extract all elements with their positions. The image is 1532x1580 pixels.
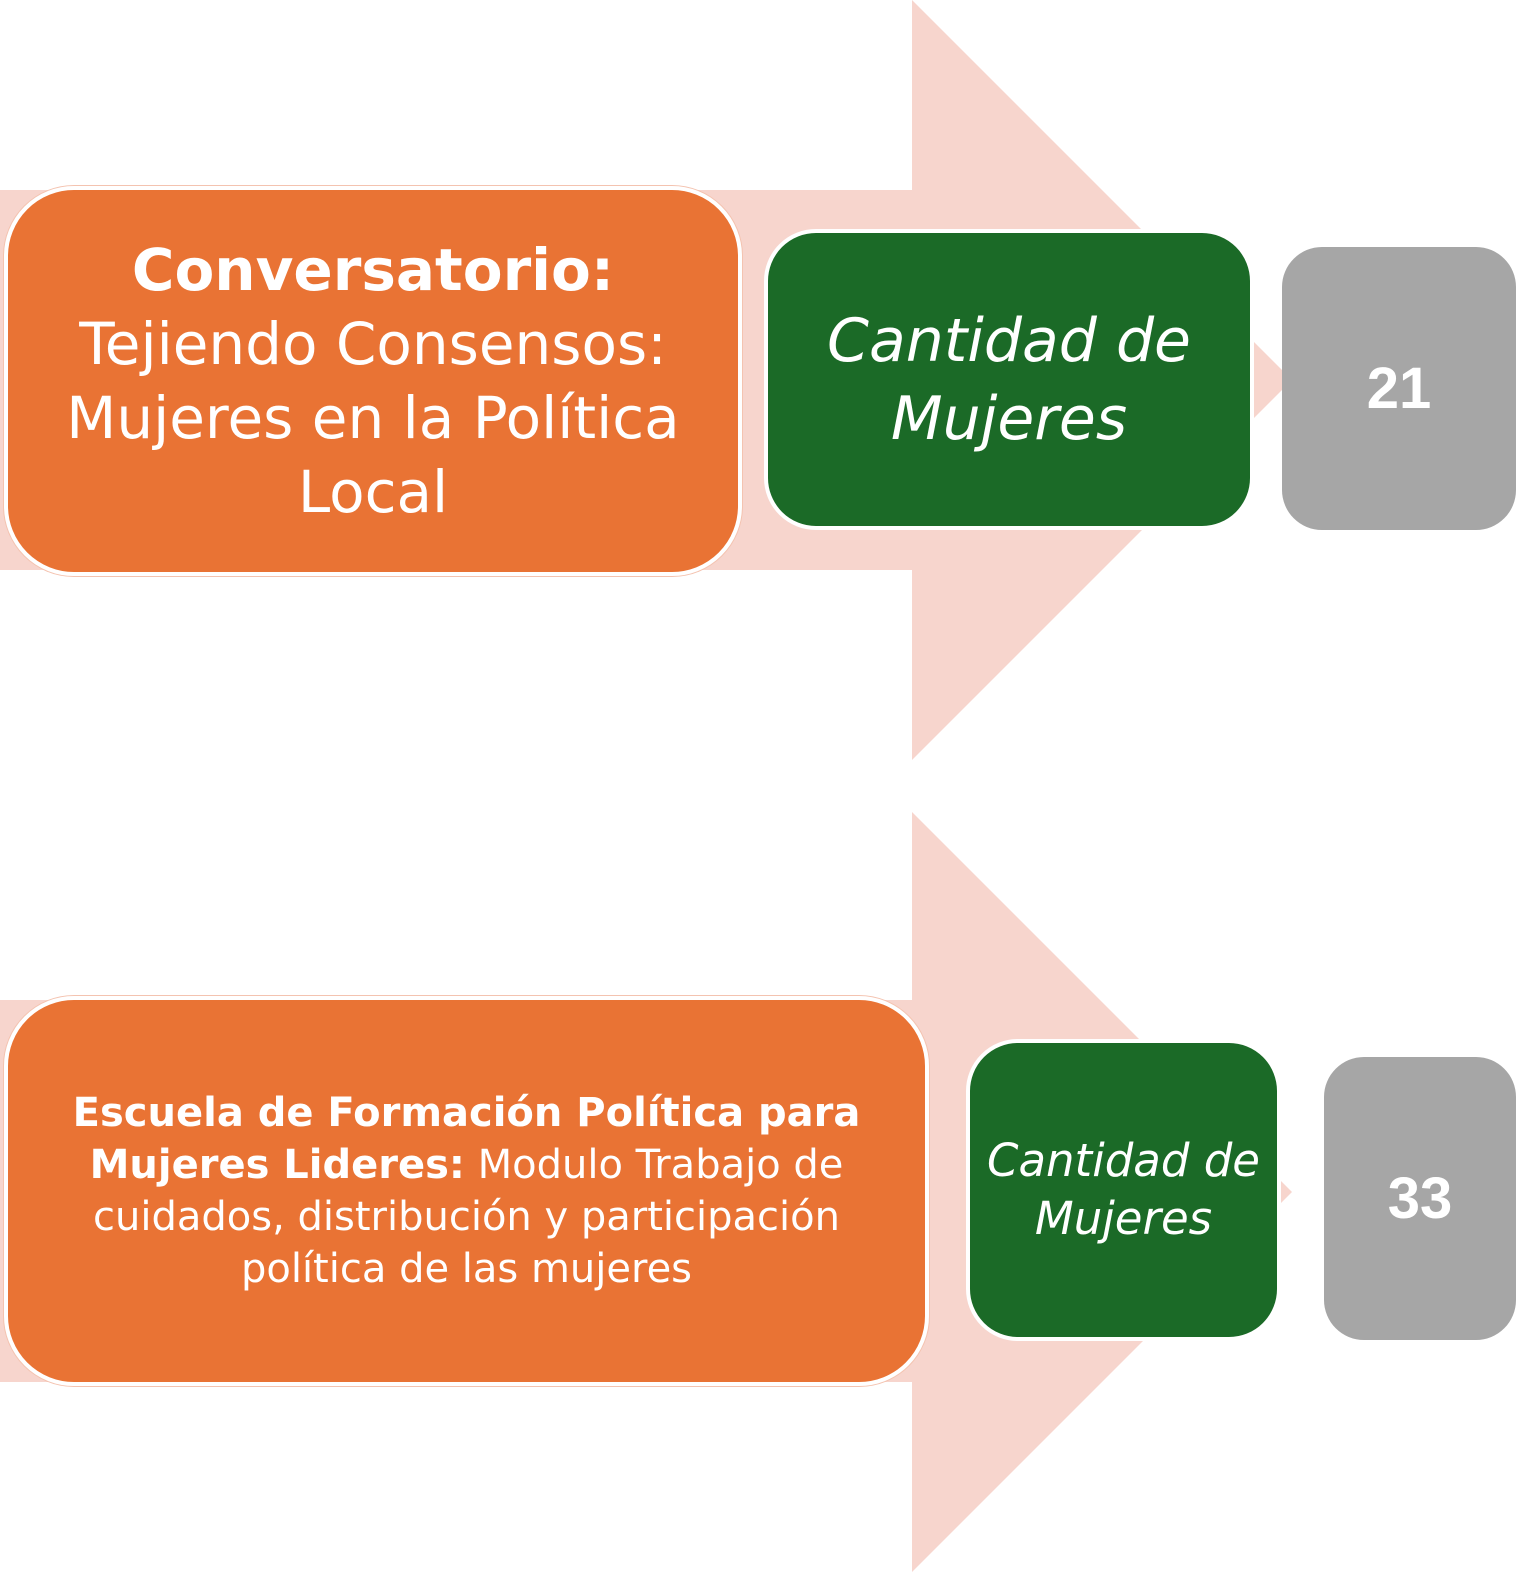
count-label-2: Cantidad de Mujeres: [966, 1039, 1281, 1341]
count-label-1-text: Cantidad de Mujeres: [827, 305, 1191, 454]
count-value-1: 21: [1282, 247, 1516, 530]
activity-2-title-rest: Modulo Trabajo de cuidados, distribución…: [93, 1142, 844, 1292]
activity-1-title-rest: Tejiendo Consensos: Mujeres en la Políti…: [66, 309, 680, 527]
activity-2-title-bold: Escuela de Formación Política para Mujer…: [72, 1090, 861, 1188]
activity-box-2: Escuela de Formación Política para Mujer…: [4, 996, 929, 1386]
count-value-2-text: 33: [1387, 1166, 1453, 1231]
activity-1-title-bold: Conversatorio:: [131, 235, 615, 304]
count-value-2: 33: [1324, 1057, 1516, 1340]
count-value-1-text: 21: [1366, 356, 1432, 421]
count-label-1: Cantidad de Mujeres: [764, 229, 1254, 530]
count-label-2-text: Cantidad de Mujeres: [987, 1133, 1260, 1246]
activity-box-1: Conversatorio: Tejiendo Consensos: Mujer…: [4, 186, 742, 576]
